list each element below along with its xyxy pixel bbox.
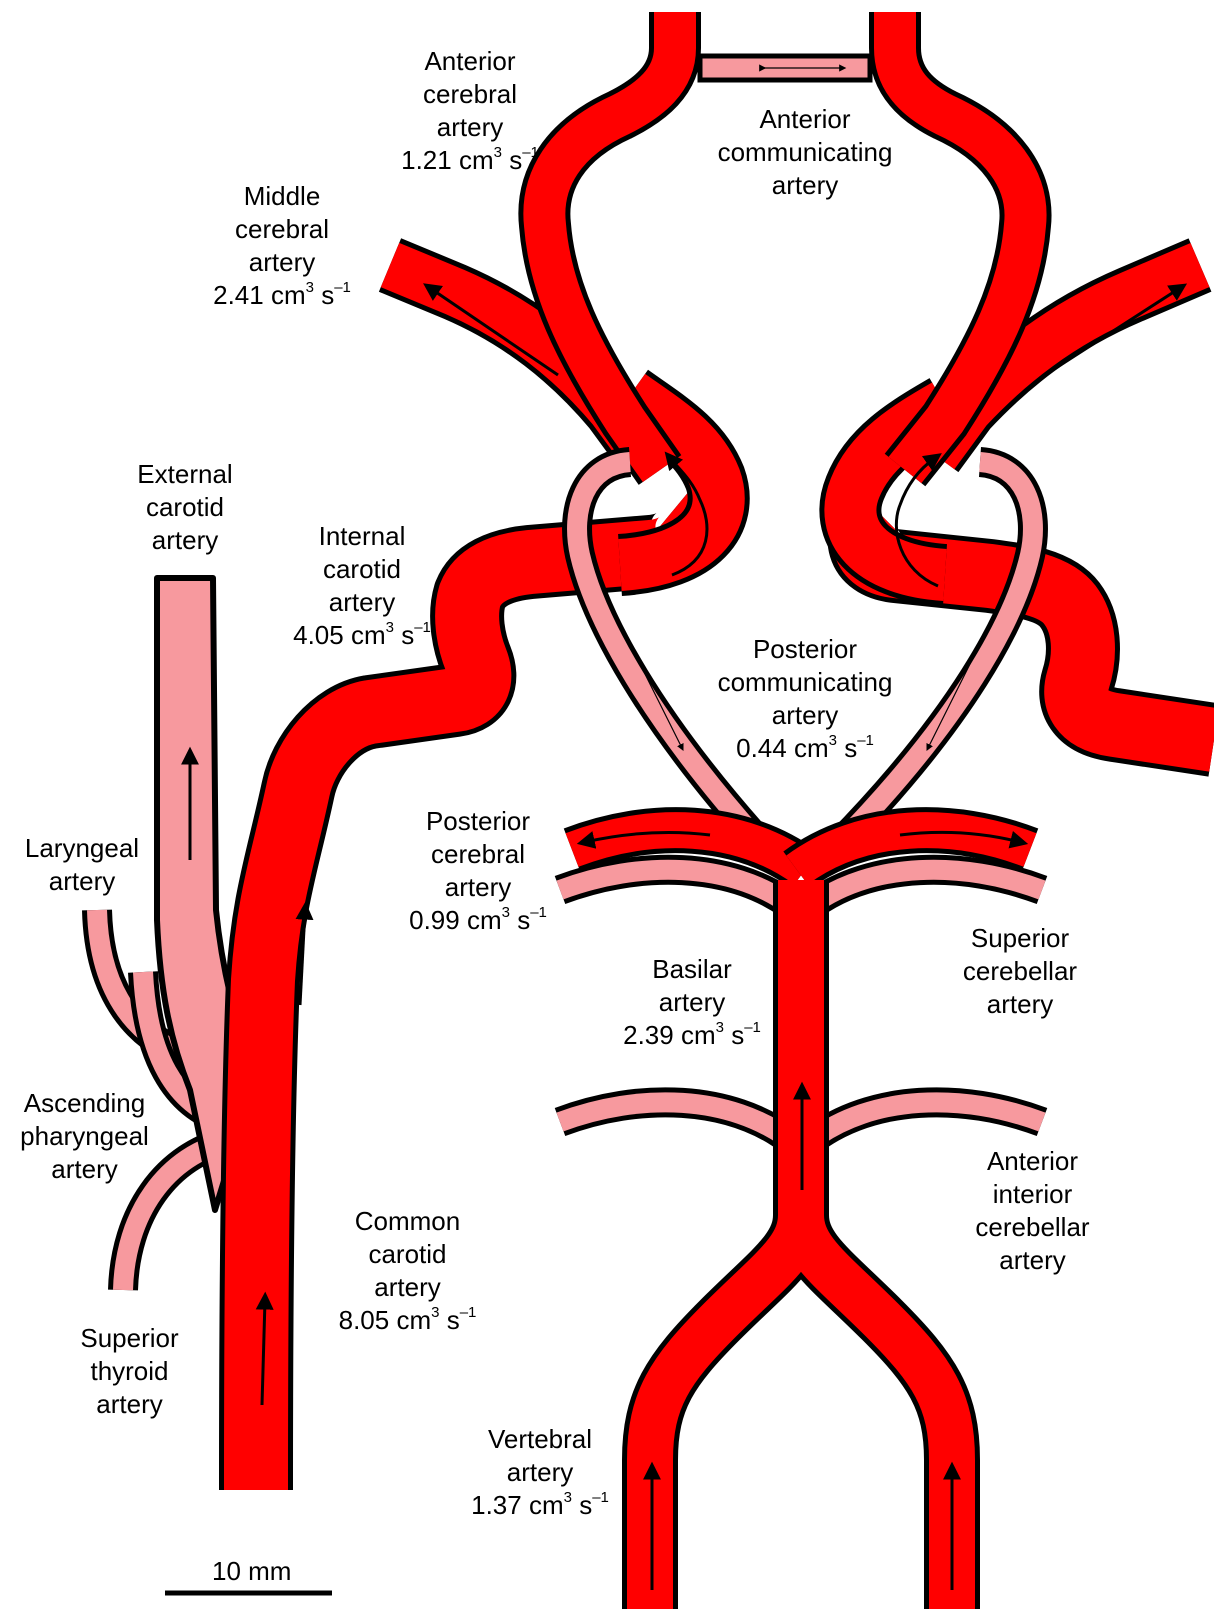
label-posterior-communicating-artery: Posterior communicating artery 0.44 cm3 … <box>700 633 910 769</box>
label-ascending-pharyngeal-artery: Ascending pharyngeal artery <box>12 1087 157 1186</box>
scale-bar-label: 10 mm <box>212 1556 291 1587</box>
flow-rate: 0.99 cm3 s–1 <box>393 904 563 941</box>
label-anterior-inferior-cerebellar-artery: Anterior interior cerebellar artery <box>955 1145 1110 1277</box>
label-anterior-communicating-artery: Anterior communicating artery <box>700 103 910 202</box>
right-superior-cerebellar-artery <box>812 870 1042 905</box>
left-anterior-inferior-cerebellar-artery <box>560 1102 790 1140</box>
label-middle-cerebral-artery: Middle cerebral artery 2.41 cm3 s–1 <box>202 180 362 316</box>
flow-rate: 8.05 cm3 s–1 <box>325 1304 490 1341</box>
label-vertebral-artery: Vertebral artery 1.37 cm3 s–1 <box>455 1423 625 1526</box>
label-external-carotid-artery: External carotid artery <box>115 458 255 557</box>
right-anterior-inferior-cerebellar-artery <box>812 1102 1042 1140</box>
flow-rate: 2.39 cm3 s–1 <box>607 1019 777 1056</box>
label-superior-thyroid-artery: Superior thyroid artery <box>57 1322 202 1421</box>
flow-rate: 0.44 cm3 s–1 <box>700 732 910 769</box>
left-superior-cerebellar-artery <box>560 870 790 905</box>
label-common-carotid-artery: Common carotid artery 8.05 cm3 s–1 <box>325 1205 490 1341</box>
label-laryngeal-artery: Laryngeal artery <box>12 832 152 898</box>
label-internal-carotid-artery: Internal carotid artery 4.05 cm3 s–1 <box>282 520 442 656</box>
label-anterior-cerebral-artery: Anterior cerebral artery 1.21 cm3 s–1 <box>395 45 545 181</box>
flow-rate: 1.21 cm3 s–1 <box>395 144 545 181</box>
flow-rate: 2.41 cm3 s–1 <box>202 279 362 316</box>
label-posterior-cerebral-artery: Posterior cerebral artery 0.99 cm3 s–1 <box>393 805 563 941</box>
flow-rate: 1.37 cm3 s–1 <box>455 1489 625 1526</box>
flow-rate: 4.05 cm3 s–1 <box>282 619 442 656</box>
label-superior-cerebellar-artery: Superior cerebellar artery <box>945 922 1095 1021</box>
label-basilar-artery: Basilar artery 2.39 cm3 s–1 <box>607 953 777 1056</box>
anterior-communicating-artery <box>700 56 870 80</box>
